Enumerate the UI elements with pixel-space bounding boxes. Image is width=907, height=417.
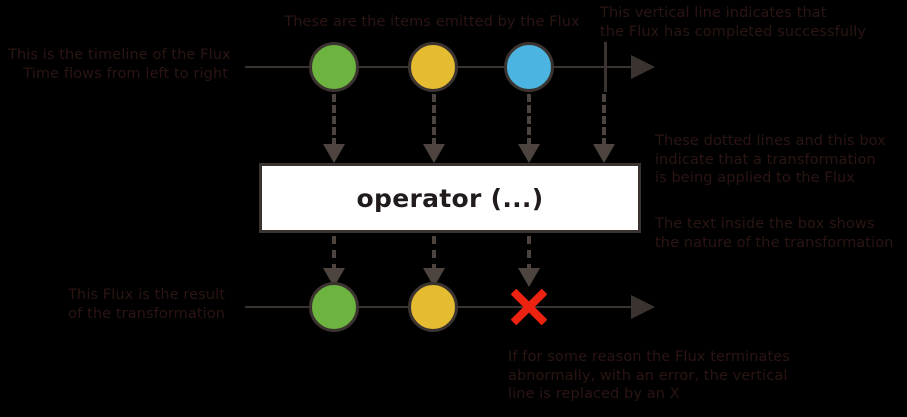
dashed-arrowhead-blue-in (518, 144, 540, 163)
operator-box[interactable]: operator (...) (259, 163, 641, 233)
source-marble-green (309, 42, 359, 92)
error-x-icon (507, 286, 551, 328)
source-timeline-arrowhead (631, 55, 655, 79)
source-marble-blue (504, 42, 554, 92)
dashed-arrowhead-completion-in (593, 144, 615, 163)
dashed-connector-completion-in (602, 94, 606, 146)
result-marble-yellow (408, 282, 458, 332)
source-marble-yellow (408, 42, 458, 92)
annotation-items-emitted: These are the items emitted by the Flux (284, 14, 580, 30)
dashed-arrowhead-yellow-in (423, 144, 445, 163)
operator-label: operator (...) (356, 183, 544, 213)
annotation-error: If for some reason the Flux terminates a… (508, 349, 790, 402)
dashed-arrowhead-green-in (323, 144, 345, 163)
annotation-transformation: These dotted lines and this box indicate… (655, 133, 886, 186)
annotation-completion: This vertical line indicates that the Fl… (600, 5, 867, 40)
annotation-timeline: This is the timeline of the Flux Time fl… (8, 47, 231, 82)
dashed-connector-green-out (332, 236, 336, 272)
dashed-connector-green-in (332, 94, 336, 146)
result-timeline-arrowhead (631, 295, 655, 319)
dashed-arrowhead-error-out (518, 268, 540, 287)
dashed-connector-yellow-in (432, 94, 436, 146)
dashed-connector-blue-in (527, 94, 531, 146)
dashed-connector-yellow-out (432, 236, 436, 272)
result-marble-green (309, 282, 359, 332)
completion-line (604, 42, 607, 92)
annotation-result-flux: This Flux is the result of the transform… (68, 287, 225, 322)
annotation-box-text-meaning: The text inside the box shows the nature… (655, 216, 894, 251)
dashed-connector-error-out (527, 236, 531, 272)
